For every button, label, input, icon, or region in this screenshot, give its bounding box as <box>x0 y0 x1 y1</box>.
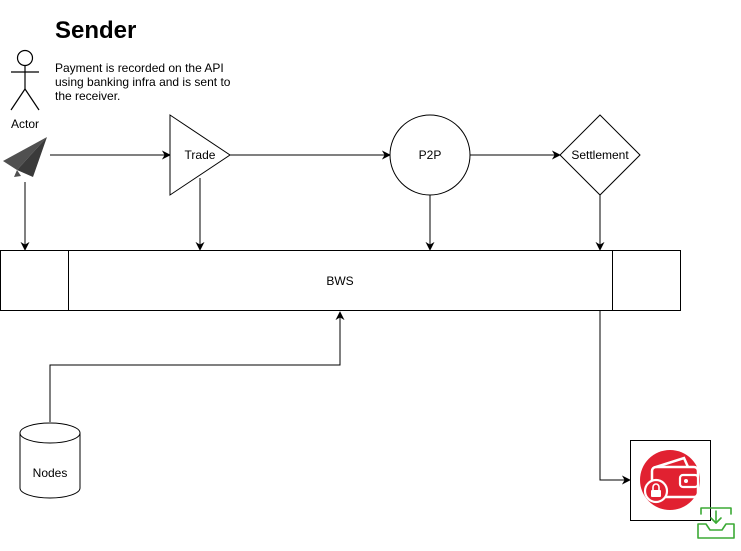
trade-label: Trade <box>185 148 216 162</box>
settlement-label: Settlement <box>571 148 629 162</box>
description-line-3: the receiver. <box>55 89 120 103</box>
actor-label: Actor <box>11 117 39 131</box>
bws-label: BWS <box>326 274 353 288</box>
description-line-1: Payment is recorded on the API <box>55 61 224 75</box>
edge-nodes-to-bws[interactable] <box>49 311 345 422</box>
stick-figure-icon[interactable] <box>10 49 40 111</box>
nodes-database[interactable]: Nodes <box>19 422 81 499</box>
diagram-title: Sender <box>55 17 136 44</box>
p2p-node[interactable]: P2P <box>389 114 471 196</box>
nodes-label: Nodes <box>33 466 68 480</box>
description-line-2: using banking infra and is sent to <box>55 75 231 89</box>
locked-wallet-icon[interactable] <box>630 440 711 521</box>
inbox-download-icon[interactable] <box>697 507 735 539</box>
bws-process[interactable]: BWS <box>0 250 681 311</box>
p2p-label: P2P <box>419 148 442 162</box>
trade-node[interactable]: Trade <box>169 114 231 196</box>
edge-bws-to-wallet[interactable] <box>599 311 631 485</box>
settlement-node[interactable]: Settlement <box>559 114 641 196</box>
paper-plane-icon[interactable] <box>3 137 47 177</box>
